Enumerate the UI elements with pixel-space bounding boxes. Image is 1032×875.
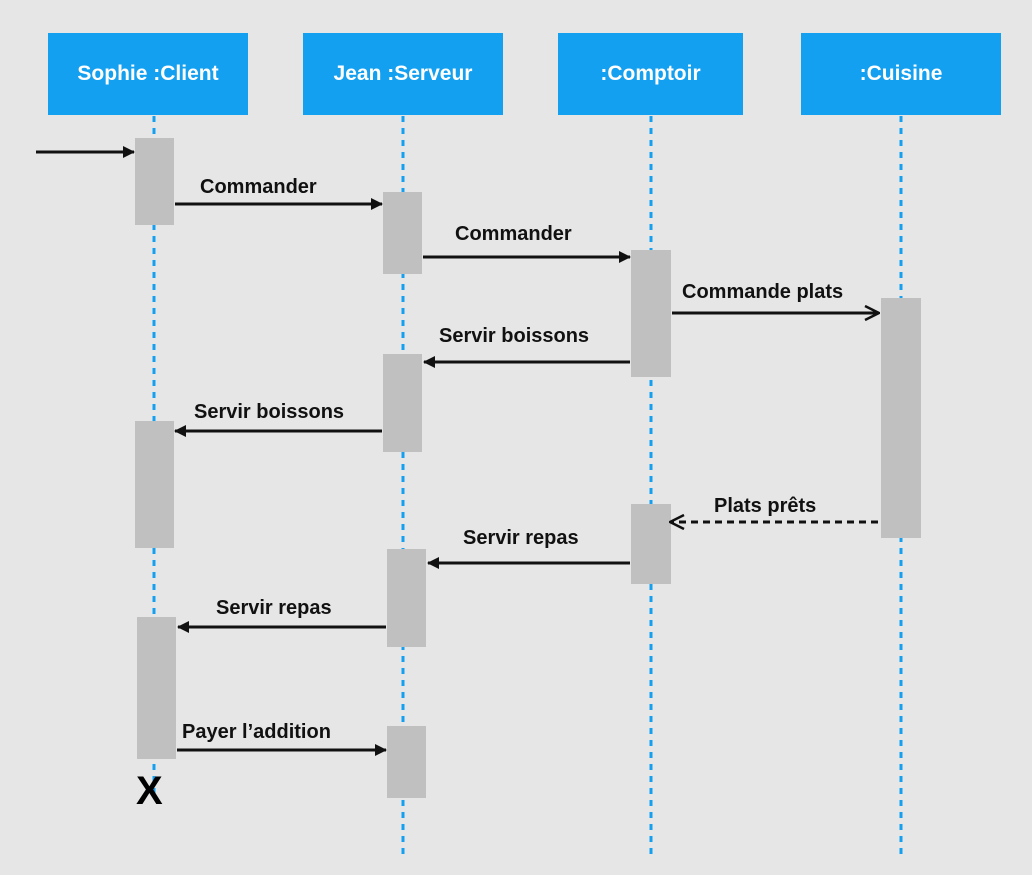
- message-label: Servir repas: [216, 597, 332, 619]
- message-label: Commande plats: [682, 281, 843, 303]
- activation-bar: [383, 354, 422, 452]
- activation-bar: [137, 617, 176, 759]
- activation-bar: [387, 549, 426, 647]
- participant-jean-serveur: Jean :Serveur: [303, 33, 503, 115]
- participant-sophie-client: Sophie :Client: [48, 33, 248, 115]
- destroy-marker: X: [136, 769, 163, 813]
- activation-bar: [383, 192, 422, 274]
- message-label: Commander: [200, 176, 317, 198]
- message-label: Payer l’addition: [182, 721, 331, 743]
- activation-bar: [631, 250, 671, 377]
- message-label: Commander: [455, 223, 572, 245]
- participant-cuisine: :Cuisine: [801, 33, 1001, 115]
- activation-bar: [387, 726, 426, 798]
- activation-bar: [135, 138, 174, 225]
- activation-bar: [881, 298, 921, 538]
- activation-bar: [631, 504, 671, 584]
- message-label: Plats prêts: [714, 495, 816, 517]
- participant-comptoir: :Comptoir: [558, 33, 743, 115]
- message-label: Servir boissons: [194, 401, 344, 423]
- activation-bar: [135, 421, 174, 548]
- message-label: Servir boissons: [439, 325, 589, 347]
- message-label: Servir repas: [463, 527, 579, 549]
